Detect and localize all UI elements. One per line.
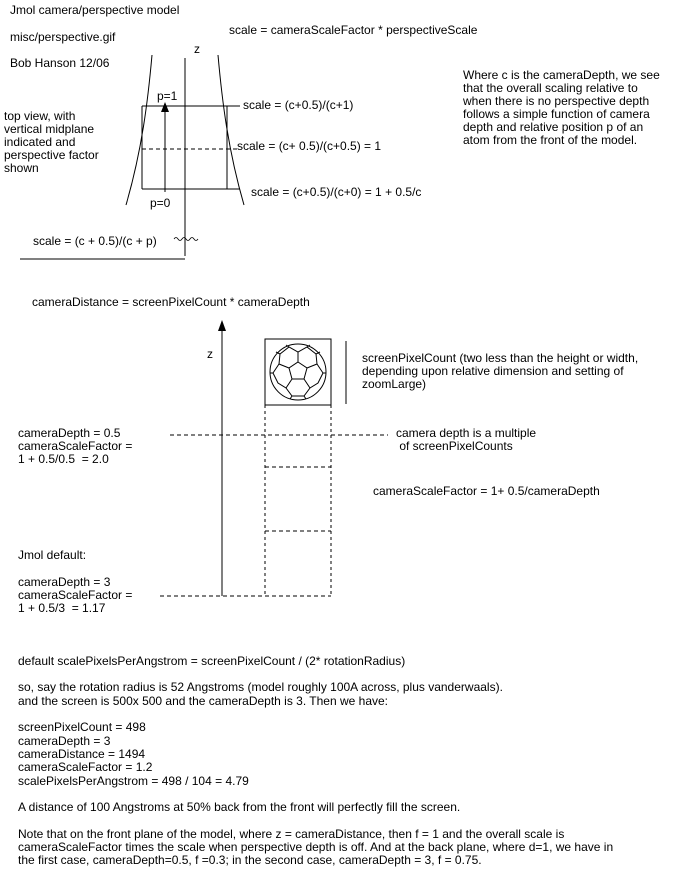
camera-depth-multiple-note: camera depth is a multiple of screenPixe… <box>396 426 537 453</box>
p-arrow-head <box>161 102 169 112</box>
text-line: A distance of 100 Angstroms at 50% back … <box>18 800 461 815</box>
author-label: Bob Hanson 12/06 <box>10 56 110 70</box>
p1-label: p=1 <box>157 89 178 103</box>
scale-back-formula: scale = (c+0.5)/(c+0) = 1 + 0.5/c <box>251 185 422 199</box>
z-axis-arrow-head <box>218 320 226 331</box>
camera-depth-half-note: cameraDepth = 0.5 cameraScaleFactor = 1 … <box>18 426 133 466</box>
camera-distance-formula: cameraDistance = screenPixelCount * came… <box>32 295 310 309</box>
scale-formula: scale = cameraScaleFactor * perspectiveS… <box>229 23 478 37</box>
text-line: cameraDepth = 3 <box>18 733 111 748</box>
top-view-note: top view, with vertical midplane indicat… <box>4 109 99 175</box>
text-line: Note that on the front plane of the mode… <box>18 826 565 841</box>
text-line: cameraScaleFactor = 1.2 <box>18 760 153 775</box>
text-line: scalePixelsPerAngstrom = 498 / 104 = 4.7… <box>18 773 249 788</box>
fullerene-icon <box>269 343 327 401</box>
jmol-default-label: Jmol default: <box>18 548 87 562</box>
text-line: default scalePixelsPerAngstrom = screenP… <box>18 654 406 668</box>
explanation-text: default scalePixelsPerAngstrom = screenP… <box>18 654 686 868</box>
page-title: Jmol camera/perspective model <box>10 3 180 17</box>
z-axis-label-top: z <box>194 42 200 56</box>
text-line: so, say the rotation radius is 52 Angstr… <box>18 680 503 695</box>
perspective-explanation: Where c is the cameraDepth, we see that … <box>463 68 660 147</box>
text-line: cameraDistance = 1494 <box>18 747 146 762</box>
camera-depth-default-note: cameraDepth = 3 cameraScaleFactor = 1 + … <box>18 575 133 615</box>
perspective-curve-right <box>217 54 245 206</box>
screen-box <box>264 338 332 406</box>
perspective-curve-left <box>125 54 153 206</box>
scale-mid-formula: scale = (c+ 0.5)/(c+0.5) = 1 <box>237 139 382 153</box>
screen-pixel-count-note: screenPixelCount (two less than the heig… <box>362 351 639 391</box>
text-line: screenPixelCount = 498 <box>18 720 146 735</box>
wavy-mark <box>173 237 199 241</box>
text-line: cameraScaleFactor times the scale when p… <box>18 840 614 855</box>
z-axis-label-camera: z <box>207 347 213 361</box>
p0-label: p=0 <box>150 196 171 210</box>
text-line: the first case, cameraDepth=0.5, f =0.3;… <box>18 853 482 868</box>
scale-front-formula: scale = (c+0.5)/(c+1) <box>243 98 354 112</box>
scale-general-formula: scale = (c + 0.5)/(c + p) <box>33 234 157 248</box>
filename-label: misc/perspective.gif <box>10 30 116 44</box>
text-line: and the screen is 500x 500 and the camer… <box>18 693 389 708</box>
camera-scale-factor-formula: cameraScaleFactor = 1+ 0.5/cameraDepth <box>373 484 600 498</box>
